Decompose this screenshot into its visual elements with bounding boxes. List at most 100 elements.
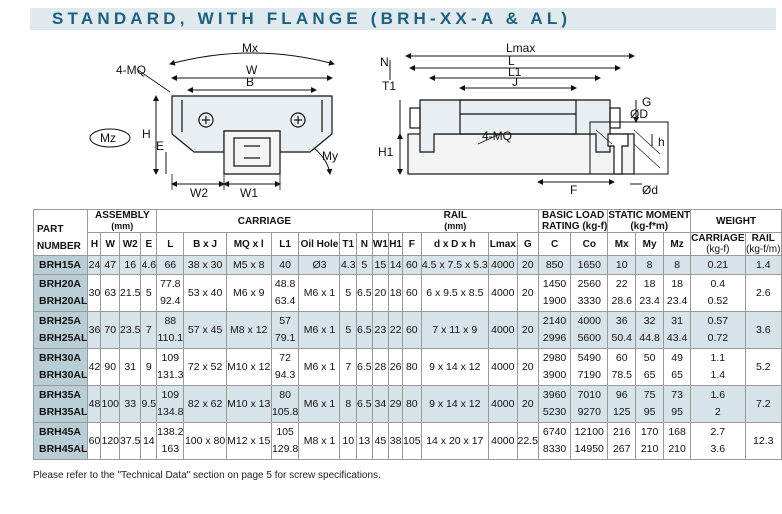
col-header: My	[635, 232, 664, 256]
cell-n: 6.5	[356, 274, 373, 312]
cell-wr: 1.4	[744, 255, 782, 275]
cell-h1: 29	[388, 385, 404, 423]
label-h: H	[142, 127, 151, 141]
header-carriage: CARRIAGE	[156, 209, 373, 233]
label-od: ØD	[630, 107, 648, 121]
cell-n: 13	[356, 422, 373, 460]
header-part-number-bottom: NUMBER	[37, 241, 81, 252]
cell-w2: 31	[119, 348, 142, 386]
cell-ddh: 6 x 9.5 x 8.5	[420, 274, 490, 312]
col-header: T1	[339, 232, 358, 256]
cell-oil: M6 x 1	[298, 348, 341, 386]
cell-h: 36	[87, 311, 102, 349]
cell-mq: M5 x 8	[225, 255, 272, 275]
label-mq-front: 4-MQ	[116, 63, 146, 77]
cell-l: 66	[156, 255, 185, 275]
col-header: L	[156, 232, 185, 256]
cell-h1: 38	[388, 422, 404, 460]
part-number-cell: BRH15A	[32, 255, 89, 275]
cell-lmax: 4000	[488, 311, 518, 349]
label-l: L	[508, 54, 515, 68]
cell-g: 20	[516, 348, 539, 386]
cell-w2: 37.5	[119, 422, 142, 460]
label-f: F	[570, 183, 577, 197]
cell-f: 60	[402, 255, 422, 275]
cell-ddh: 14 x 20 x 17	[420, 422, 490, 460]
cell-mx: 10	[607, 255, 637, 275]
cell-w1: 23	[371, 311, 390, 349]
cell-ddh: 9 x 14 x 12	[420, 385, 490, 423]
cell-ddh: 7 x 11 x 9	[420, 311, 490, 349]
col-header: C	[537, 232, 572, 256]
label-w: W	[246, 63, 258, 77]
col-header: B x J	[183, 232, 227, 256]
cell-wr: 12.3	[744, 422, 782, 460]
cell-lmax: 4000	[488, 385, 518, 423]
col-header: F	[402, 232, 422, 256]
col-header-weight-carriage: CARRIAGE(kg-f)	[690, 232, 746, 256]
cell-h1: 22	[388, 311, 404, 349]
cell-h: 42	[87, 348, 102, 386]
cell-h: 30	[87, 274, 102, 312]
cell-oil: M6 x 1	[298, 274, 341, 312]
cell-bxj: 57 x 45	[183, 311, 227, 349]
cell-oil: M8 x 1	[298, 422, 341, 460]
cell-w1: 20	[371, 274, 390, 312]
cell-wr: 2.6	[744, 274, 782, 312]
header-rail: RAIL(mm)	[371, 209, 539, 233]
header-static-moment: STATIC MOMENT(kg-f*m)	[607, 209, 692, 233]
cell-bxj: 82 x 62	[183, 385, 227, 423]
col-header: MQ x l	[225, 232, 272, 256]
cell-w2: 33	[119, 385, 142, 423]
label-my: My	[322, 149, 338, 163]
cell-w: 47	[100, 255, 121, 275]
cell-g: 22.5	[516, 422, 539, 460]
cell-g: 20	[516, 311, 539, 349]
cell-f: 80	[402, 385, 422, 423]
label-w2: W2	[190, 186, 208, 200]
col-header: E	[140, 232, 158, 256]
spec-table: PART NUMBER ASSEMBLY(mm) CARRIAGE RAIL(m…	[32, 209, 782, 460]
col-header: Lmax	[488, 232, 518, 256]
label-h-small: h	[658, 135, 665, 149]
cell-h: 60	[87, 422, 102, 460]
cell-w2: 21.5	[119, 274, 142, 312]
cell-bxj: 38 x 30	[183, 255, 227, 275]
cell-t1: 7	[339, 348, 358, 386]
col-header: Mz	[662, 232, 692, 256]
cell-w1: 28	[371, 348, 390, 386]
cell-f: 105	[402, 422, 422, 460]
page-title: STANDARD, WITH FLANGE (BRH-XX-A & AL)	[52, 9, 572, 28]
header-assembly: ASSEMBLY(mm)	[87, 209, 158, 233]
cell-w1: 15	[371, 255, 390, 275]
cell-w: 120	[100, 422, 121, 460]
label-j: J	[512, 75, 518, 89]
cell-e: 9.5	[140, 385, 158, 423]
cell-wc: 0.21	[690, 255, 746, 275]
cell-w: 90	[100, 348, 121, 386]
cell-l1: 40	[270, 255, 300, 275]
